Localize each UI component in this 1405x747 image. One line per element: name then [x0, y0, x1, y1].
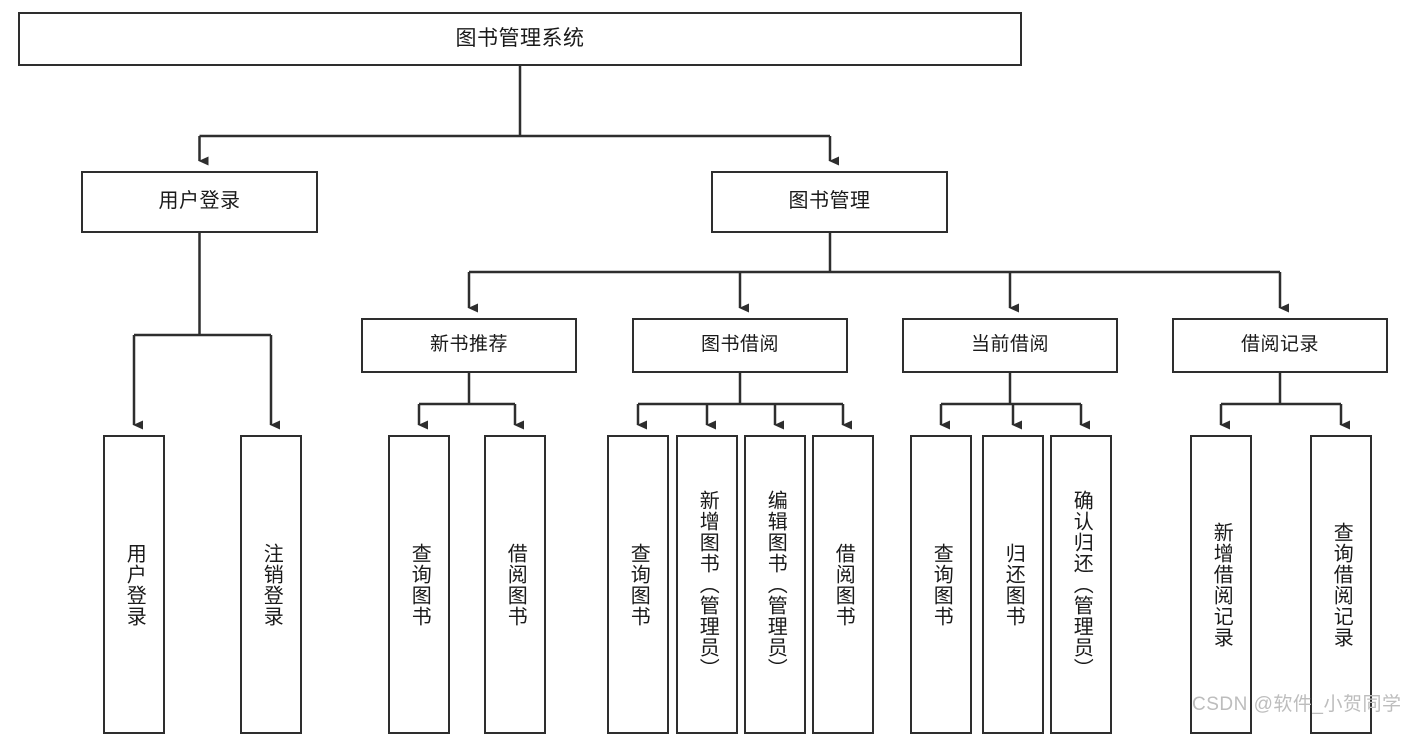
node-label: 新增借阅记录	[1210, 521, 1233, 648]
node-borrow-record[interactable]: 借阅记录	[1172, 318, 1388, 373]
node-label: 借阅图书	[504, 542, 527, 627]
node-label: 图书借阅	[700, 334, 779, 356]
node-label: 归还图书	[1002, 542, 1025, 627]
leaf-query-book-current[interactable]: 查询图书	[910, 435, 972, 734]
leaf-borrow-book[interactable]: 借阅图书	[812, 435, 874, 734]
node-label: 用户登录	[158, 190, 241, 213]
node-label: 新增图书（管理员）	[696, 490, 719, 679]
node-label: 查询图书	[408, 542, 431, 627]
node-label: 用户登录	[123, 542, 146, 627]
node-label: 当前借阅	[970, 334, 1049, 356]
leaf-return-book[interactable]: 归还图书	[982, 435, 1044, 734]
leaf-borrow-book-recommend[interactable]: 借阅图书	[484, 435, 546, 734]
leaf-add-book-admin[interactable]: 新增图书（管理员）	[676, 435, 738, 734]
leaf-add-borrow-record[interactable]: 新增借阅记录	[1190, 435, 1252, 734]
node-user-login[interactable]: 用户登录	[81, 171, 318, 233]
node-book-management[interactable]: 图书管理	[711, 171, 948, 233]
node-label: 图书管理	[788, 190, 871, 213]
leaf-query-book[interactable]: 查询图书	[607, 435, 669, 734]
leaf-query-borrow-record[interactable]: 查询借阅记录	[1310, 435, 1372, 734]
node-book-borrow[interactable]: 图书借阅	[632, 318, 848, 373]
node-label: 注销登录	[260, 542, 283, 627]
node-label: 新书推荐	[429, 334, 508, 356]
node-label: 借阅图书	[832, 542, 855, 627]
node-label: 借阅记录	[1240, 334, 1319, 356]
leaf-user-logout[interactable]: 注销登录	[240, 435, 302, 734]
node-label: 图书管理系统	[455, 26, 585, 50]
node-label: 确认归还（管理员）	[1070, 490, 1093, 679]
leaf-confirm-return-admin[interactable]: 确认归还（管理员）	[1050, 435, 1112, 734]
leaf-query-book-recommend[interactable]: 查询图书	[388, 435, 450, 734]
node-new-book-recommend[interactable]: 新书推荐	[361, 318, 577, 373]
node-current-borrow[interactable]: 当前借阅	[902, 318, 1118, 373]
node-label: 查询图书	[930, 542, 953, 627]
node-label: 查询图书	[627, 542, 650, 627]
watermark: CSDN @软件_小贺同学	[1192, 694, 1402, 715]
node-label: 编辑图书（管理员）	[764, 490, 787, 679]
node-label: 查询借阅记录	[1330, 521, 1353, 648]
node-root[interactable]: 图书管理系统	[18, 12, 1022, 66]
leaf-user-login[interactable]: 用户登录	[103, 435, 165, 734]
leaf-edit-book-admin[interactable]: 编辑图书（管理员）	[744, 435, 806, 734]
